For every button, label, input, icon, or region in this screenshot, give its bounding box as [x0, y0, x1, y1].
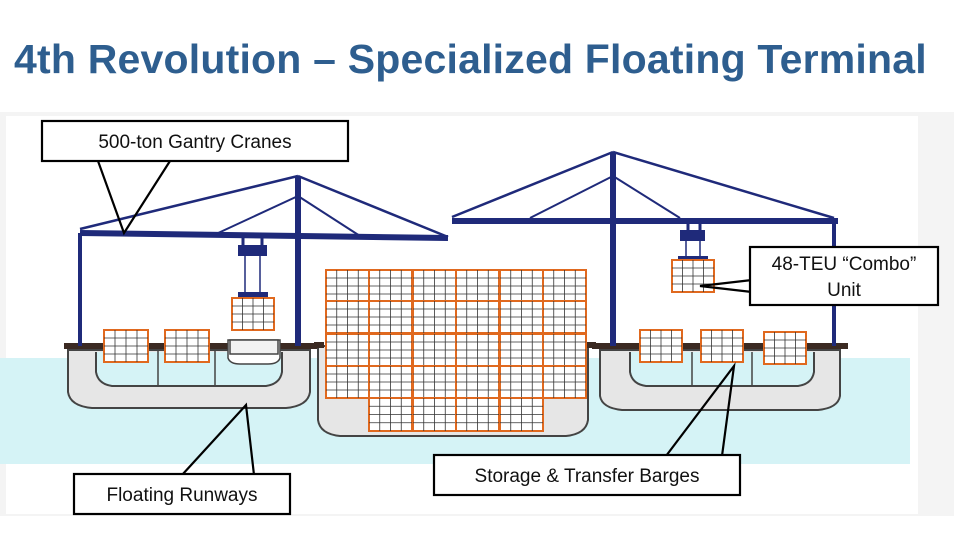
container-unit [455, 300, 500, 334]
container-unit [325, 269, 370, 303]
callout-combo-line1: 48-TEU “Combo” [772, 254, 917, 275]
container-unit [671, 259, 715, 293]
container-unit [368, 365, 413, 399]
callout-cranes: 500-ton Gantry Cranes [40, 119, 350, 236]
container-unit [542, 333, 587, 367]
container-unit [368, 300, 413, 334]
transfer-barge [227, 339, 281, 365]
container-unit [542, 269, 587, 303]
left-gantry-crane [78, 174, 449, 346]
container-unit [103, 329, 149, 363]
container-unit [325, 333, 370, 367]
callout-runways-text: Floating Runways [106, 485, 257, 506]
container-unit [499, 269, 544, 303]
container-unit [499, 300, 544, 334]
container-unit [412, 333, 457, 367]
callout-combo-line2: Unit [827, 280, 862, 301]
container-unit [499, 397, 544, 432]
container-unit [412, 269, 457, 303]
container-unit [368, 397, 413, 432]
container-unit [231, 297, 275, 331]
container-unit [499, 365, 544, 399]
container-unit [763, 331, 807, 365]
container-unit [700, 329, 744, 363]
callout-combo-unit: 48-TEU “Combo” Unit [699, 245, 940, 307]
container-unit [412, 365, 457, 399]
container-blocks [103, 259, 807, 432]
container-unit [412, 300, 457, 334]
container-unit [412, 397, 457, 432]
container-unit [325, 300, 370, 334]
callout-barges: Storage & Transfer Barges [432, 362, 742, 497]
container-unit [368, 269, 413, 303]
container-unit [639, 329, 683, 363]
callout-cranes-text: 500-ton Gantry Cranes [98, 132, 291, 153]
container-unit [325, 365, 370, 399]
container-unit [455, 365, 500, 399]
callout-runways: Floating Runways [72, 402, 292, 516]
container-unit [455, 397, 500, 432]
container-unit [499, 333, 544, 367]
page-title: 4th Revolution – Specialized Floating Te… [14, 36, 927, 82]
container-unit [542, 365, 587, 399]
container-unit [368, 333, 413, 367]
container-unit [455, 333, 500, 367]
callout-barges-text: Storage & Transfer Barges [475, 466, 700, 487]
container-unit [455, 269, 500, 303]
container-unit [542, 300, 587, 334]
container-unit [164, 329, 210, 363]
